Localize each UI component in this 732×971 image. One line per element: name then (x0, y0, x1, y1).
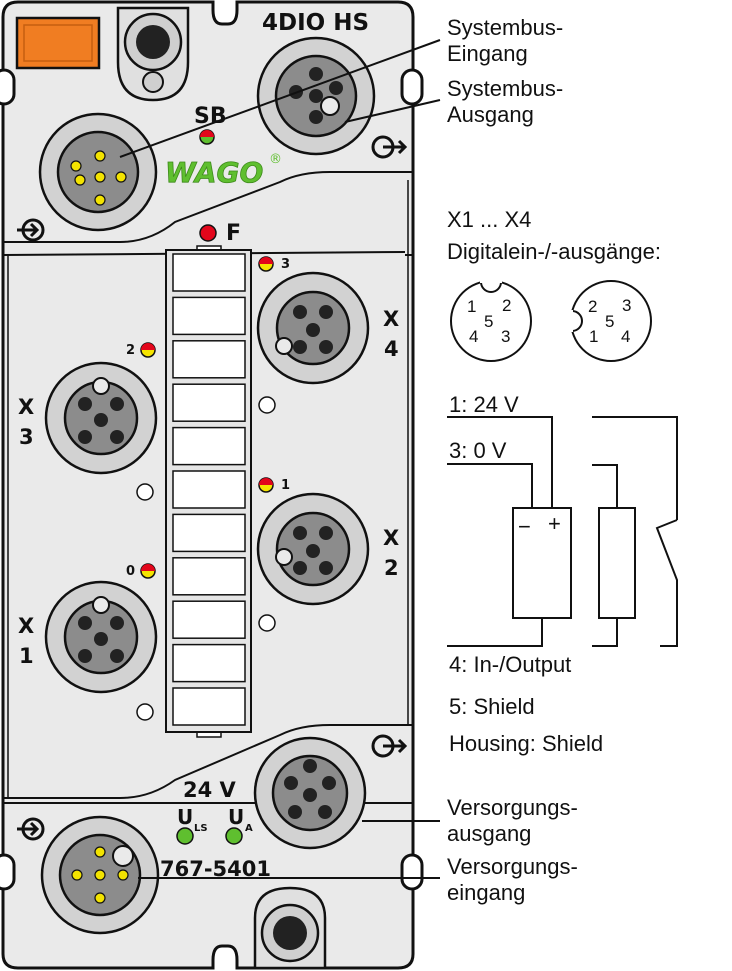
svg-text:®: ® (269, 152, 282, 167)
x1-letter: X (18, 614, 34, 638)
module-title: 4DIO HS (262, 10, 369, 36)
pinout-male: 2 3 5 1 4 (568, 280, 652, 362)
svg-text:WAGO: WAGO (165, 156, 263, 189)
marker-cell (172, 643, 246, 683)
x1-connector (44, 580, 158, 694)
callout-systembus-in-line1: Systembus- (447, 15, 563, 40)
callout-line-systembus-in (119, 39, 441, 158)
top-screw (116, 6, 190, 102)
io-label: 4: In-/Output (449, 652, 571, 677)
marker-cell (172, 253, 246, 292)
svg-text:5: 5 (484, 312, 493, 331)
led-2 (140, 342, 156, 358)
switch-component (655, 519, 678, 647)
pinout-female: 1 2 5 4 3 (450, 278, 532, 362)
x2-number: 2 (384, 556, 399, 580)
svg-text:4: 4 (469, 327, 478, 346)
shield-label: 5: Shield (449, 694, 535, 719)
callout-supply-in-line2: eingang (447, 880, 525, 905)
x4-number: 4 (384, 337, 399, 361)
led-window (136, 703, 154, 721)
marker-cell (172, 513, 246, 553)
led-number-1: 1 (281, 478, 290, 493)
svg-text:1: 1 (589, 327, 598, 346)
uls-led (176, 827, 194, 845)
x3-connector (44, 361, 158, 475)
led-0 (140, 563, 156, 579)
legend-heading: X1 ... X4 (447, 207, 531, 232)
x3-number: 3 (19, 425, 34, 449)
sb-led (199, 129, 215, 145)
marker-cell (172, 470, 246, 509)
led-window (258, 614, 276, 632)
output-arrow-icon (371, 135, 408, 159)
svg-text:3: 3 (501, 327, 510, 346)
x4-letter: X (383, 307, 399, 331)
marker-cell (172, 687, 246, 726)
plus-sign: + (548, 511, 561, 536)
marker-tab (15, 16, 101, 70)
x1-number: 1 (19, 644, 34, 668)
uls-sub: LS (194, 823, 208, 834)
led-number-3: 3 (281, 257, 290, 272)
marker-cell (172, 296, 246, 336)
uls-label: U (177, 805, 193, 829)
marker-strip (165, 245, 252, 738)
x2-connector (256, 492, 370, 606)
wire-0v-label: 3: 0 V (449, 438, 507, 463)
x4-connector (256, 271, 370, 385)
ua-sub: A (245, 823, 253, 834)
x3-letter: X (18, 395, 34, 419)
ua-label: U (228, 805, 244, 829)
bottom-screw (253, 886, 327, 970)
marker-cell (172, 383, 246, 422)
ua-led (225, 827, 243, 845)
led-3 (258, 256, 274, 272)
callout-systembus-out-line2: Ausgang (447, 102, 534, 127)
svg-text:4: 4 (621, 327, 630, 346)
resistor-component (598, 507, 636, 619)
voltage-label: 24 V (183, 778, 237, 802)
svg-text:1: 1 (467, 297, 476, 316)
svg-text:3: 3 (622, 296, 631, 315)
svg-text:5: 5 (605, 312, 614, 331)
wiring-schematic (447, 416, 678, 647)
wire-24v-label: 1: 24 V (449, 392, 519, 417)
marker-cell (172, 557, 246, 596)
callout-systembus-out-line1: Systembus- (447, 76, 563, 101)
callout-supply-out-line1: Versorgungs- (447, 795, 578, 820)
fault-led (199, 224, 217, 242)
led-window (258, 396, 276, 414)
systembus-out-connector (256, 36, 376, 156)
led-window (136, 483, 154, 501)
x2-letter: X (383, 526, 399, 550)
supply-out-connector (253, 736, 367, 850)
fault-label: F (226, 221, 241, 246)
systembus-in-connector (38, 112, 158, 232)
callout-supply-in-line1: Versorgungs- (447, 854, 578, 879)
callout-supply-out-line2: ausgang (447, 821, 531, 846)
wago-logo: WAGO ® (165, 152, 282, 189)
marker-cell (172, 600, 246, 639)
led-1 (258, 477, 274, 493)
output-arrow-icon (371, 734, 408, 758)
callout-line-systembus-out (344, 99, 441, 123)
housing-label: Housing: Shield (449, 731, 603, 756)
minus-sign: − (518, 514, 531, 539)
input-arrow-icon (17, 817, 45, 841)
svg-text:2: 2 (502, 296, 511, 315)
marker-cell (172, 426, 246, 466)
svg-text:2: 2 (588, 297, 597, 316)
led-number-2: 2 (126, 343, 135, 358)
supply-in-connector (40, 815, 160, 935)
legend-subheading: Digitalein-/-ausgänge: (447, 239, 661, 264)
marker-cell (172, 340, 246, 379)
sb-label: SB (194, 104, 227, 129)
input-arrow-icon (17, 218, 45, 242)
led-number-0: 0 (126, 564, 135, 579)
callout-systembus-in-line2: Eingang (447, 41, 528, 66)
